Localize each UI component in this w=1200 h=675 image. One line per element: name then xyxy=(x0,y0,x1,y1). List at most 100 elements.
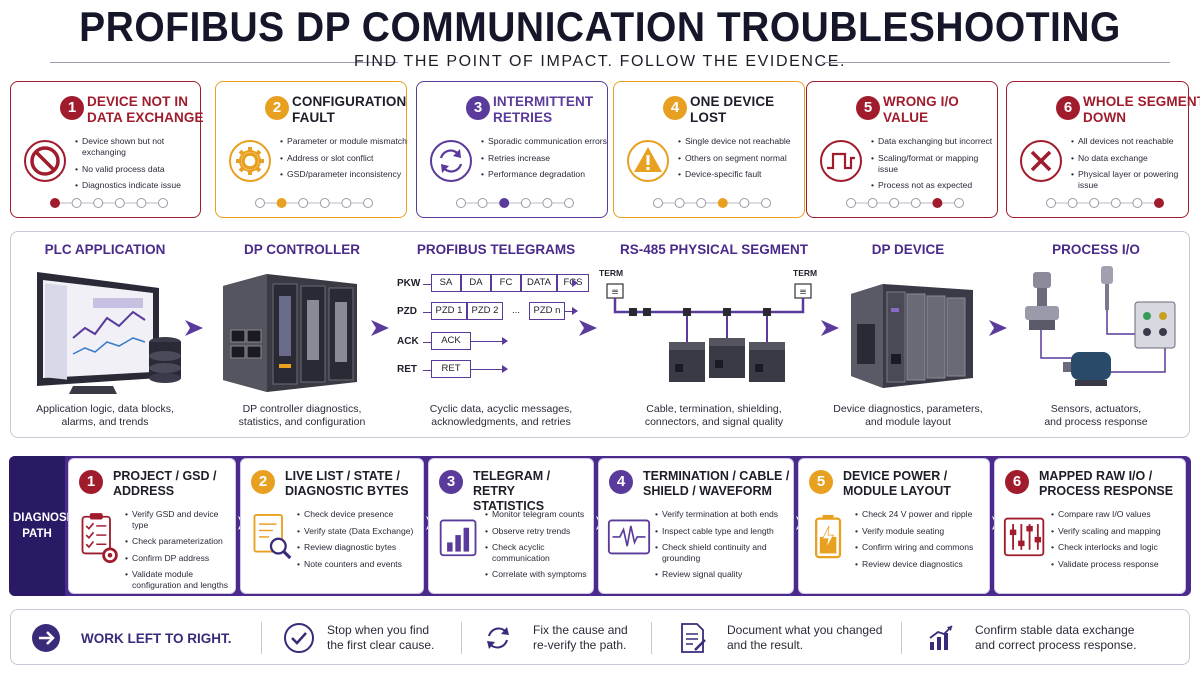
progress-dot-active xyxy=(717,198,728,208)
progress-dot xyxy=(1046,198,1056,208)
progress-dot xyxy=(564,198,574,208)
card-bullet: Diagnostics indicate issue xyxy=(75,180,203,191)
trend-chart-icon xyxy=(929,625,953,650)
telegram-field: ... xyxy=(512,305,520,316)
progress-dot-active xyxy=(50,198,60,208)
telegram-row-label: PKW xyxy=(397,278,421,289)
step-bullets: Check 24 V power and rippleVerify module… xyxy=(855,509,987,575)
progress-dot xyxy=(739,198,750,208)
step-bullet: Inspect cable type and length xyxy=(655,526,791,537)
footer-divider xyxy=(261,622,262,654)
step-bullet: Validate module configuration and length… xyxy=(125,569,233,590)
progress-dot xyxy=(158,198,168,208)
step-bullet: Verify module seating xyxy=(855,526,987,537)
step-title: LIVE LIST / STATE /DIAGNOSTIC BYTES xyxy=(285,469,409,498)
svg-text:≡: ≡ xyxy=(799,288,807,298)
diagnosis-step-1: 1 PROJECT / GSD /ADDRESS Verify GSD and … xyxy=(68,458,236,594)
flow-arrow-1 xyxy=(185,320,203,336)
telegram-field: ACK xyxy=(431,332,471,350)
rs485-segment-icon: ≡ ≡ xyxy=(606,283,812,382)
flow-caption-plc: Application logic, data blocks,alarms, a… xyxy=(36,403,174,428)
flow-title-controller: DP CONTROLLER xyxy=(243,242,360,257)
step-title: PROJECT / GSD /ADDRESS xyxy=(113,469,217,498)
svg-text:≡: ≡ xyxy=(611,288,619,298)
card-bullet: No data exchange xyxy=(1071,153,1199,164)
card-bullets: Data exchanging but incorrectScaling/for… xyxy=(871,136,999,197)
step-bullet: Observe retry trends xyxy=(485,526,591,537)
prohibited-icon xyxy=(24,140,66,182)
bar-chart-icon xyxy=(439,519,477,557)
progress-dot xyxy=(363,198,373,208)
card-bullet: Data exchanging but incorrect xyxy=(871,136,999,147)
card-bullets: Parameter or module mismatchAddress or s… xyxy=(280,136,408,186)
card-progress-dots xyxy=(1046,198,1164,208)
card-bullets: Sporadic communication errorsRetries inc… xyxy=(481,136,609,186)
card-number-badge: 1 xyxy=(60,96,84,120)
step-bullet: Verify state (Data Exchange) xyxy=(297,526,421,537)
card-progress-dots xyxy=(456,198,574,208)
progress-dot xyxy=(954,198,964,208)
footer-text-1: WORK LEFT TO RIGHT. xyxy=(81,630,232,646)
flow-caption-telegrams: Cyclic data, acyclic messages,acknowledg… xyxy=(429,403,573,428)
checklist-gear-icon xyxy=(81,513,118,563)
dp-device-icon xyxy=(851,284,973,388)
battery-icon xyxy=(815,514,842,559)
gear-icon xyxy=(229,140,271,182)
telegram-connector xyxy=(423,312,431,313)
signal-flow-panel: PLC APPLICATION DP CONTROLLER PROFIBUS T… xyxy=(10,231,1190,438)
progress-dot xyxy=(136,198,147,208)
page-title: PROFIBUS DP COMMUNICATION TROUBLESHOOTIN… xyxy=(79,4,1121,51)
step-bullet: Check interlocks and logic xyxy=(1051,542,1183,553)
telegram-field: DATA xyxy=(521,274,557,292)
x-mark-icon xyxy=(1020,140,1062,182)
progress-dot xyxy=(889,198,900,208)
step-title: MAPPED RAW I/O /PROCESS RESPONSE xyxy=(1039,469,1174,498)
step-bullet: Verify scaling and mapping xyxy=(1051,526,1183,537)
progress-dot xyxy=(761,198,771,208)
footer-divider xyxy=(651,622,652,654)
card-bullet: All devices not reachable xyxy=(1071,136,1199,147)
progress-dot xyxy=(674,198,685,208)
step-number-badge: 1 xyxy=(79,470,103,494)
progress-dot xyxy=(319,198,330,208)
dp-controller-icon xyxy=(223,274,357,392)
card-bullet: Process not as expected xyxy=(871,180,999,191)
step-number-badge: 6 xyxy=(1005,470,1029,494)
telegram-field: DA xyxy=(461,274,491,292)
document-magnifier-icon xyxy=(253,514,292,560)
card-bullet: Device shown but not exchanging xyxy=(75,136,203,158)
telegram-arrowhead xyxy=(572,307,578,315)
card-bullet: Sporadic communication errors xyxy=(481,136,609,147)
telegram-arrowhead xyxy=(502,365,508,373)
footer-divider xyxy=(461,622,462,654)
progress-dot-active xyxy=(499,198,510,208)
process-io-icon xyxy=(1025,266,1176,386)
progress-dot xyxy=(1067,198,1078,208)
flow-caption-segment: Cable, termination, shielding,connectors… xyxy=(644,403,784,428)
step-bullet: Confirm DP address xyxy=(125,553,233,564)
progress-dot xyxy=(71,198,82,208)
term-left-label: TERM xyxy=(599,268,624,278)
progress-dot xyxy=(846,198,856,208)
waveform-icon xyxy=(607,519,651,555)
progress-dot xyxy=(341,198,352,208)
progress-dot xyxy=(910,198,921,208)
telegram-connector xyxy=(471,341,507,342)
card-bullet: Address or slot conflict xyxy=(280,153,408,164)
card-bullets: Device shown but not exchangingNo valid … xyxy=(75,136,203,197)
step-bullet: Review signal quality xyxy=(655,569,791,580)
telegram-row-label: ACK xyxy=(397,336,419,347)
flow-caption-device: Device diagnostics, parameters,and modul… xyxy=(833,403,983,428)
telegram-field: RET xyxy=(431,360,471,378)
step-bullet: Check parameterization xyxy=(125,536,233,547)
card-bullet: Others on segment normal xyxy=(678,153,806,164)
step-bullet: Validate process response xyxy=(1051,559,1183,570)
